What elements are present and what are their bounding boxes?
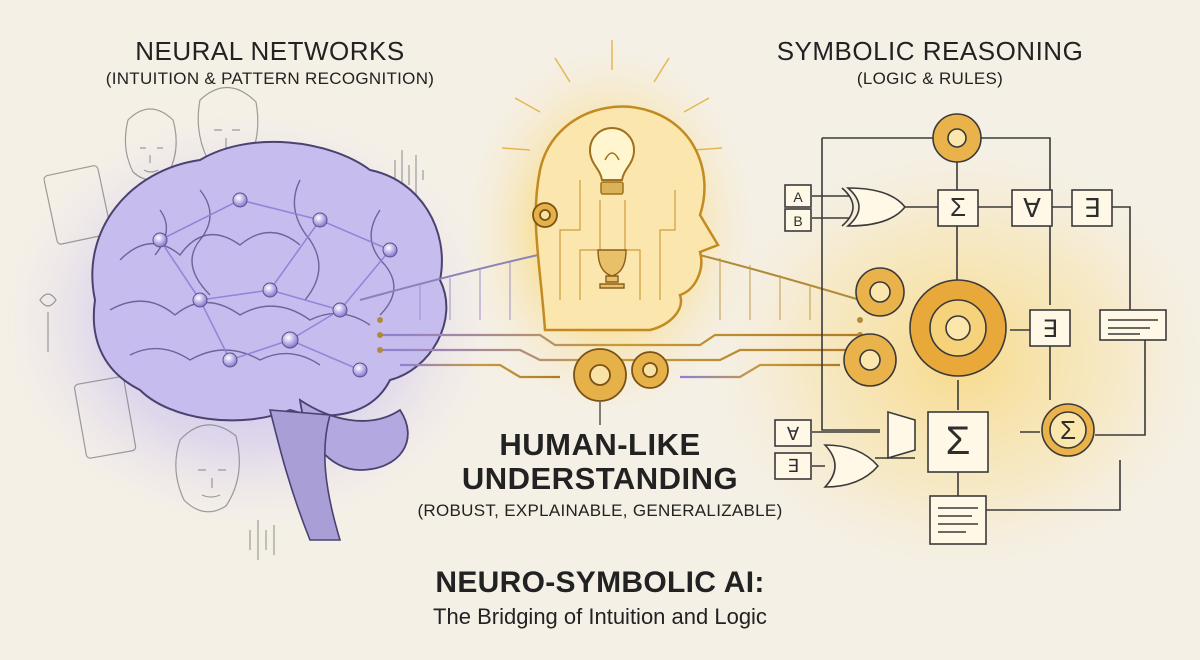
center-gear-icons	[532, 202, 669, 402]
forall-symbol-bottom: ∀	[787, 424, 800, 444]
center-title-line1: HUMAN-LIKE	[499, 427, 701, 462]
top-gear-icon	[932, 113, 982, 163]
logic-diagram	[774, 113, 1167, 545]
main-gear-icon	[909, 279, 1007, 377]
neural-networks-subtitle: (INTUITION & PATTERN RECOGNITION)	[105, 69, 435, 88]
symbolic-reasoning-title: SYMBOLIC REASONING	[776, 36, 1084, 66]
input-a-label: A	[793, 189, 803, 205]
head-lightbulb-icon	[501, 40, 723, 332]
sum-symbol-gear: Σ	[1060, 415, 1076, 445]
neural-networks-heading: NEURAL NETWORKS (INTUITION & PATTERN REC…	[60, 36, 480, 90]
exists-symbol-mid: ∃	[1042, 316, 1057, 343]
side-gear-icons	[843, 267, 905, 387]
symbolic-reasoning-subtitle: (LOGIC & RULES)	[856, 69, 1004, 88]
bridge	[359, 249, 863, 379]
center-subtitle: (ROBUST, EXPLAINABLE, GENERALIZABLE)	[417, 501, 783, 520]
exists-symbol-top: ∃	[1084, 193, 1100, 223]
symbolic-reasoning-heading: SYMBOLIC REASONING (LOGIC & RULES)	[720, 36, 1140, 90]
neural-networks-title: NEURAL NETWORKS	[135, 36, 405, 66]
sum-symbol-bottom: Σ	[946, 419, 971, 463]
footer-title: NEURO-SYMBOLIC AI:	[435, 566, 765, 599]
sum-symbol-top: Σ	[950, 192, 966, 222]
human-like-understanding-heading: HUMAN-LIKE UNDERSTANDING (ROBUST, EXPLAI…	[390, 428, 810, 522]
sum-gear-icon	[1041, 403, 1095, 457]
footer-subtitle: The Bridging of Intuition and Logic	[433, 604, 767, 629]
forall-symbol-top: ∀	[1023, 193, 1041, 223]
center-title-line2: UNDERSTANDING	[461, 461, 739, 496]
brain-illustration	[91, 140, 448, 541]
exists-symbol-bottom: ∃	[787, 456, 798, 476]
input-b-label: B	[793, 213, 802, 229]
footer-caption: NEURO-SYMBOLIC AI: The Bridging of Intui…	[250, 565, 950, 631]
